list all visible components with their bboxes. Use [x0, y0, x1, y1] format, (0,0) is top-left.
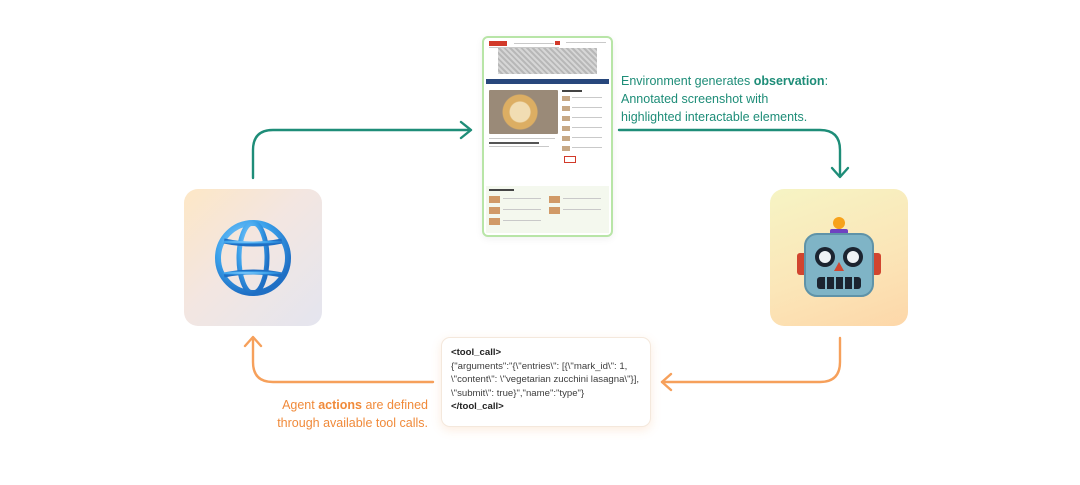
tool-call-line-3: \"submit\": true}","name":"type"}: [451, 387, 650, 401]
observation-keyword: observation: [754, 74, 825, 88]
arrow-agent-to-toolcall: [662, 338, 840, 382]
search-bar: [514, 43, 554, 44]
tool-call-line-2: \"content\": \"vegetarian zucchini lasag…: [451, 373, 650, 387]
nav-bar: [486, 79, 609, 84]
action-line-1: Agent actions are defined: [264, 396, 428, 414]
environment-node: [184, 189, 322, 326]
tool-call-line-1: {"arguments":"{\"entries\": [{\"mark_id\…: [451, 360, 650, 374]
tool-call-box: <tool_call> {"arguments":"{\"entries\": …: [441, 337, 651, 427]
hero-headline: [489, 142, 539, 144]
observation-line-3: highlighted interactable elements.: [621, 108, 841, 126]
latest-sidebar: [562, 90, 606, 168]
arrow-toolcall-to-env: [253, 338, 433, 382]
observation-line-1: Environment generates observation:: [621, 72, 841, 90]
arrow-screenshot-to-agent: [619, 130, 840, 176]
globe-icon: [212, 217, 294, 299]
action-line-2: through available tool calls.: [264, 414, 428, 432]
action-keyword: actions: [318, 398, 362, 412]
observation-line-2: Annotated screenshot with: [621, 90, 841, 108]
tool-call-open-tag: <tool_call>: [451, 346, 650, 360]
robot-icon: [793, 215, 885, 301]
ad-banner: [498, 48, 597, 74]
trending-section: [486, 186, 609, 233]
annotated-screenshot-thumbnail: [482, 36, 613, 237]
search-button: [555, 41, 560, 45]
observation-callout: Environment generates observation: Annot…: [621, 72, 841, 126]
arrow-env-to-screenshot: [253, 130, 470, 178]
tool-call-close-tag: </tool_call>: [451, 400, 650, 414]
agent-node: [770, 189, 908, 326]
action-callout: Agent actions are defined through availa…: [264, 396, 428, 432]
site-logo: [489, 41, 507, 46]
hero-image: [489, 90, 558, 134]
